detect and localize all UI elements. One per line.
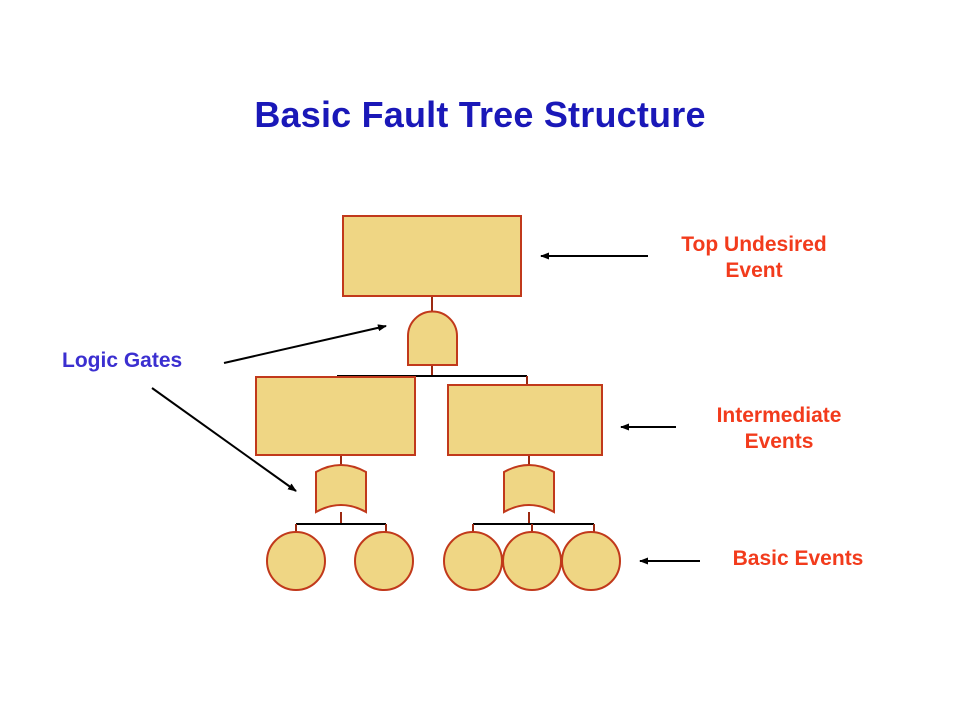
basic-event-circle-4[interactable] <box>502 531 562 591</box>
basic-event-circle-1[interactable] <box>266 531 326 591</box>
label-top-undesired-event: Top Undesired Event <box>681 233 827 283</box>
arrow-logic-gates-to-or-gate <box>151 387 297 492</box>
top-undesired-event-box[interactable] <box>342 215 522 297</box>
page-title: Basic Fault Tree Structure <box>254 94 706 135</box>
basic-event-circle-3[interactable] <box>443 531 503 591</box>
label-logic-gates: Logic Gates <box>62 349 183 372</box>
label-basic-events: Basic Events <box>732 547 864 570</box>
label-intermediate-events: Intermediate Events <box>716 404 842 454</box>
basic-event-circle-2[interactable] <box>354 531 414 591</box>
arrow-logic-gates-to-and-gate <box>223 324 387 364</box>
and-gate-top[interactable] <box>407 310 458 366</box>
intermediate-event-box-right[interactable] <box>447 384 603 456</box>
or-gate-right[interactable] <box>503 464 555 514</box>
intermediate-event-box-left[interactable] <box>255 376 416 456</box>
basic-event-circle-5[interactable] <box>561 531 621 591</box>
or-gate-left[interactable] <box>315 464 367 514</box>
